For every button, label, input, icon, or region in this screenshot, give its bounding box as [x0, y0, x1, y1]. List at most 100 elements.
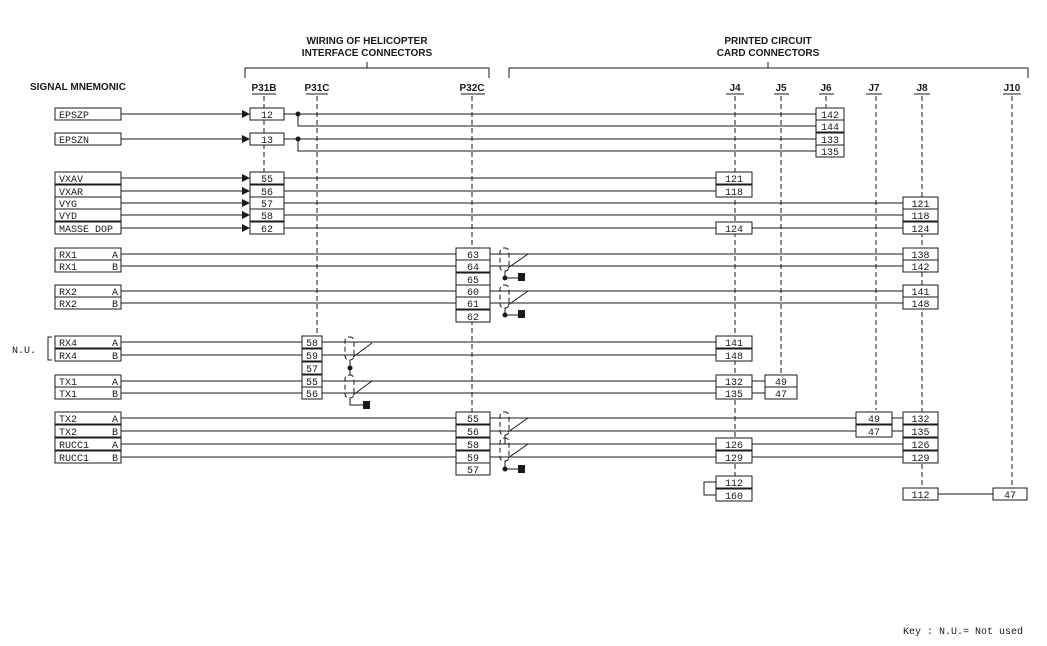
- pin-number-j7: 47: [868, 428, 880, 439]
- signal-pin-letter: A: [112, 339, 118, 350]
- group-right-bracket: [508, 62, 1029, 78]
- connector-label-j10: J10: [1004, 83, 1021, 94]
- pin-box-j4: [715, 171, 753, 185]
- pin-number-j5: 47: [775, 390, 787, 401]
- pin-number-p32c-b: 58: [467, 441, 479, 452]
- pin-number-p31b: 62: [261, 225, 273, 236]
- signal-name: RUCC1: [59, 441, 89, 452]
- pin-number-j8: 142: [911, 263, 929, 274]
- signal-label-box: [54, 348, 122, 362]
- pin-number-j6: 135: [821, 148, 839, 159]
- key-note: Key : N.U.= Not used: [903, 626, 1023, 638]
- signal-name: RX2: [59, 288, 77, 299]
- pin-number-j8: 118: [911, 212, 929, 223]
- pin-number-j8: 141: [911, 288, 929, 299]
- pin-number-p32c-b: 57: [467, 466, 479, 477]
- pin-number-j4: 129: [725, 454, 743, 465]
- pin-number-j8: 121: [911, 200, 929, 211]
- signal-name: VYG: [59, 200, 77, 211]
- pin-number-p32c-a: 60: [467, 288, 479, 299]
- pin-number-j6: 142: [821, 111, 839, 122]
- pin-box-j7: [855, 411, 893, 425]
- pin-number-j8: 138: [911, 251, 929, 262]
- signal-pin-letter: B: [112, 300, 118, 311]
- signal-label: VXAV: [54, 171, 122, 186]
- shield-ground-symbol-rx2: [499, 284, 529, 318]
- connector-label-p31c: P31C: [304, 83, 329, 94]
- signal-pin-letter: B: [112, 454, 118, 465]
- signal-name: MASSE DOP: [59, 225, 113, 236]
- signal-name: RX2: [59, 300, 77, 311]
- signal-pin-letter: B: [112, 263, 118, 274]
- pin-number-p32c-a: 63: [467, 251, 479, 262]
- group-right-title-line2: CARD CONNECTORS: [717, 48, 820, 59]
- signal-label-box: [54, 171, 122, 185]
- connector-label-j7: J7: [868, 83, 880, 94]
- pin-box-j4: [715, 475, 753, 489]
- signal-label: RX1 B: [54, 259, 122, 274]
- pin-box-j4: [715, 437, 753, 451]
- pin-number-p32c-b: 56: [467, 428, 479, 439]
- pin-number-j10: 47: [1004, 491, 1016, 502]
- signal-label: VXAR: [54, 184, 122, 199]
- signal-pin-letter: B: [112, 352, 118, 363]
- pin-number-p31c: 57: [306, 365, 318, 376]
- connector-label-j4: J4: [729, 83, 741, 94]
- pin-box-j8: [902, 424, 939, 438]
- pin-box-p31b: [249, 208, 285, 222]
- connector-label-j8: J8: [916, 83, 928, 94]
- pin-box-p31c: [301, 361, 323, 375]
- connector-label-p31b: P31B: [251, 83, 276, 94]
- signal-label-box: [54, 221, 122, 235]
- pin-number-p31b: 57: [261, 200, 273, 211]
- pin-box-j8: [902, 450, 939, 464]
- signal-label: VYG: [54, 196, 122, 211]
- signal-name: RX4: [59, 339, 77, 350]
- shield-ground-symbol-tx1: [344, 368, 373, 409]
- signal-label: RX4 B: [54, 348, 122, 363]
- signal-name: RX1: [59, 263, 77, 274]
- pin-number-j7: 49: [868, 415, 880, 426]
- pin-box-j8: [902, 487, 939, 501]
- splice-dots: [295, 111, 301, 142]
- pin-number-j4: 112: [725, 479, 743, 490]
- pin-box-p31b: [249, 171, 285, 185]
- pin-box-j4: [715, 386, 753, 400]
- pin-number-p32c-a: 64: [467, 263, 479, 274]
- pin-box-j7: [855, 424, 893, 438]
- signal-label: MASSE DOP: [54, 221, 122, 236]
- pin-number-j4: 121: [725, 175, 743, 186]
- signal-pin-letter: B: [112, 428, 118, 439]
- pin-box-j8: [902, 208, 939, 222]
- pin-box-j4: [715, 221, 753, 235]
- arrowheads: [242, 110, 250, 232]
- signal-name: VXAR: [59, 188, 83, 199]
- shield-ground-symbol-rucc1: [499, 437, 529, 473]
- pin-box-p31c: [301, 335, 323, 349]
- pin-box-p32c-b: [455, 411, 491, 425]
- pin-box-p32c-a: [455, 259, 491, 273]
- signal-pin-letter: A: [112, 415, 118, 426]
- group-left-bracket: [244, 62, 490, 78]
- signal-label-box: [54, 208, 122, 222]
- signal-label-box: [54, 132, 122, 146]
- pin-box-j4: [715, 348, 753, 362]
- pin-number-p31b: 12: [261, 111, 273, 122]
- pin-number-p32c-a: 65: [467, 276, 479, 287]
- pin-number-j8: 112: [911, 491, 929, 502]
- pin-box-p31c: [301, 386, 323, 400]
- pin-box-p32c-b: [455, 437, 491, 451]
- pin-number-j4: 141: [725, 339, 743, 350]
- signal-name: RX4: [59, 352, 77, 363]
- signal-label-box: [54, 296, 122, 310]
- signal-name: RUCC1: [59, 454, 89, 465]
- group-left-title-line1: WIRING OF HELICOPTER: [306, 36, 428, 47]
- pin-number-j4: 126: [725, 441, 743, 452]
- pin-box-p32c-b: [455, 462, 491, 476]
